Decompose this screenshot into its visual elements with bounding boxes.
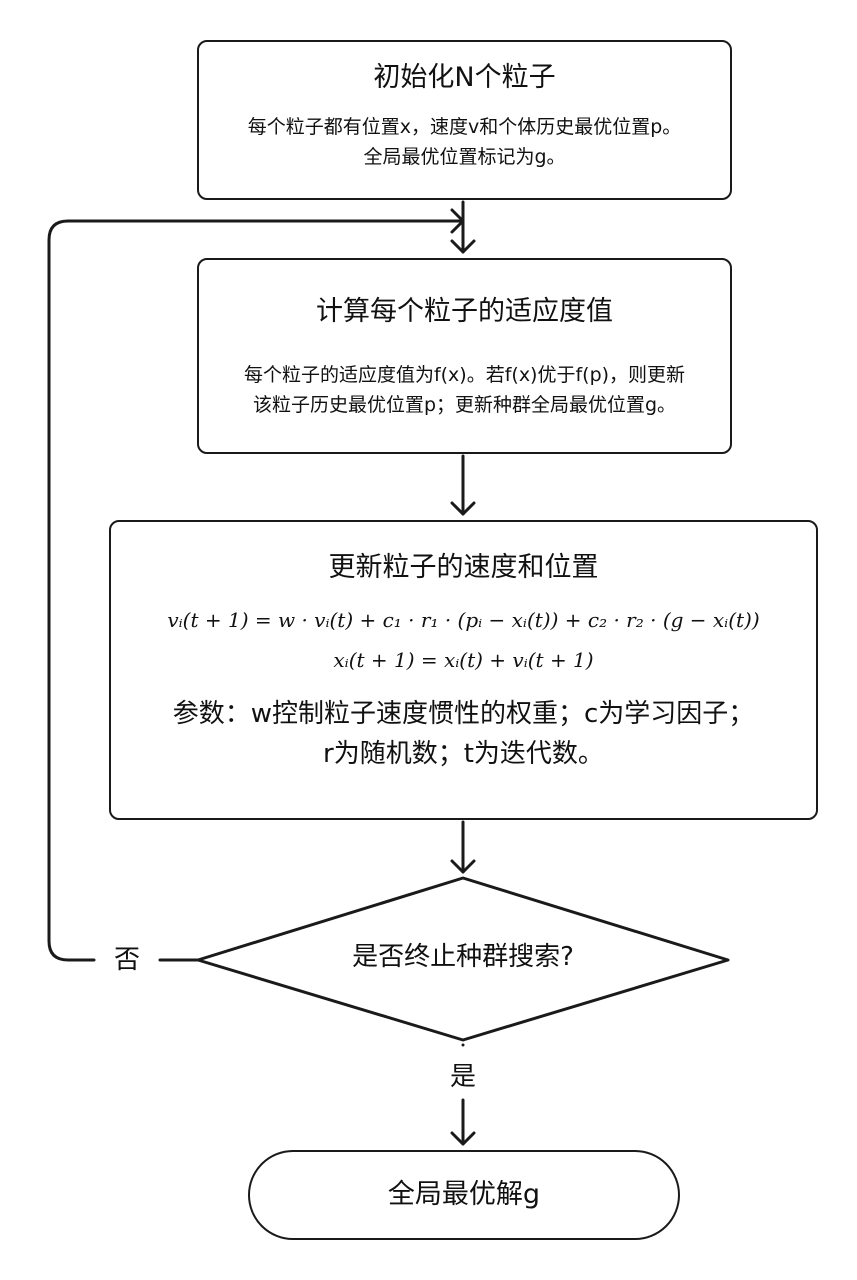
end-label: 全局最优解g xyxy=(387,1179,541,1210)
fitness-line-1: 每个粒子的适应度值为f(x)。若f(x)优于f(p)，则更新 xyxy=(243,364,686,386)
no-label: 否 xyxy=(96,945,158,975)
velocity-formula: vᵢ(t + 1) = w · vᵢ(t) + c₁ · r₁ · (pᵢ − … xyxy=(167,608,760,632)
init-title: 初始化N个粒子 xyxy=(373,62,556,93)
loop-back-arrow-head xyxy=(450,208,465,234)
decision-bottom-dot xyxy=(461,1043,465,1047)
position-formula: xᵢ(t + 1) = xᵢ(t) + vᵢ(t + 1) xyxy=(333,648,594,672)
end-terminal: 全局最优解g xyxy=(248,1150,680,1240)
arrow-head-decision-to-end xyxy=(450,1131,476,1146)
params-line-2: r为随机数；t为迭代数。 xyxy=(323,739,604,769)
arrow-head-init-to-fitness xyxy=(450,239,476,254)
params-line-1: 参数：w控制粒子速度惯性的权重；c为学习因子； xyxy=(172,699,755,729)
decision-diamond xyxy=(196,876,730,1042)
decision-question: 是否终止种群搜索? xyxy=(352,942,574,972)
arrow-head-update-to-decision xyxy=(450,859,476,874)
update-title: 更新粒子的速度和位置 xyxy=(328,552,599,583)
yes-label: 是 xyxy=(449,1062,476,1092)
init-line-2: 全局最优位置标记为g。 xyxy=(363,146,566,168)
init-box: 初始化N个粒子 每个粒子都有位置x，速度v和个体历史最优位置p。 全局最优位置标… xyxy=(197,40,732,200)
fitness-line-2: 该粒子历史最优位置p；更新种群全局最优位置g。 xyxy=(252,394,677,416)
init-line-1: 每个粒子都有位置x，速度v和个体历史最优位置p。 xyxy=(247,116,682,138)
arrow-head-fitness-to-update xyxy=(450,501,476,516)
loop-back-line xyxy=(47,219,465,962)
fitness-title: 计算每个粒子的适应度值 xyxy=(316,296,613,327)
update-box: 更新粒子的速度和位置 vᵢ(t + 1) = w · vᵢ(t) + c₁ · … xyxy=(109,520,818,820)
fitness-box: 计算每个粒子的适应度值 每个粒子的适应度值为f(x)。若f(x)优于f(p)，则… xyxy=(197,258,732,454)
